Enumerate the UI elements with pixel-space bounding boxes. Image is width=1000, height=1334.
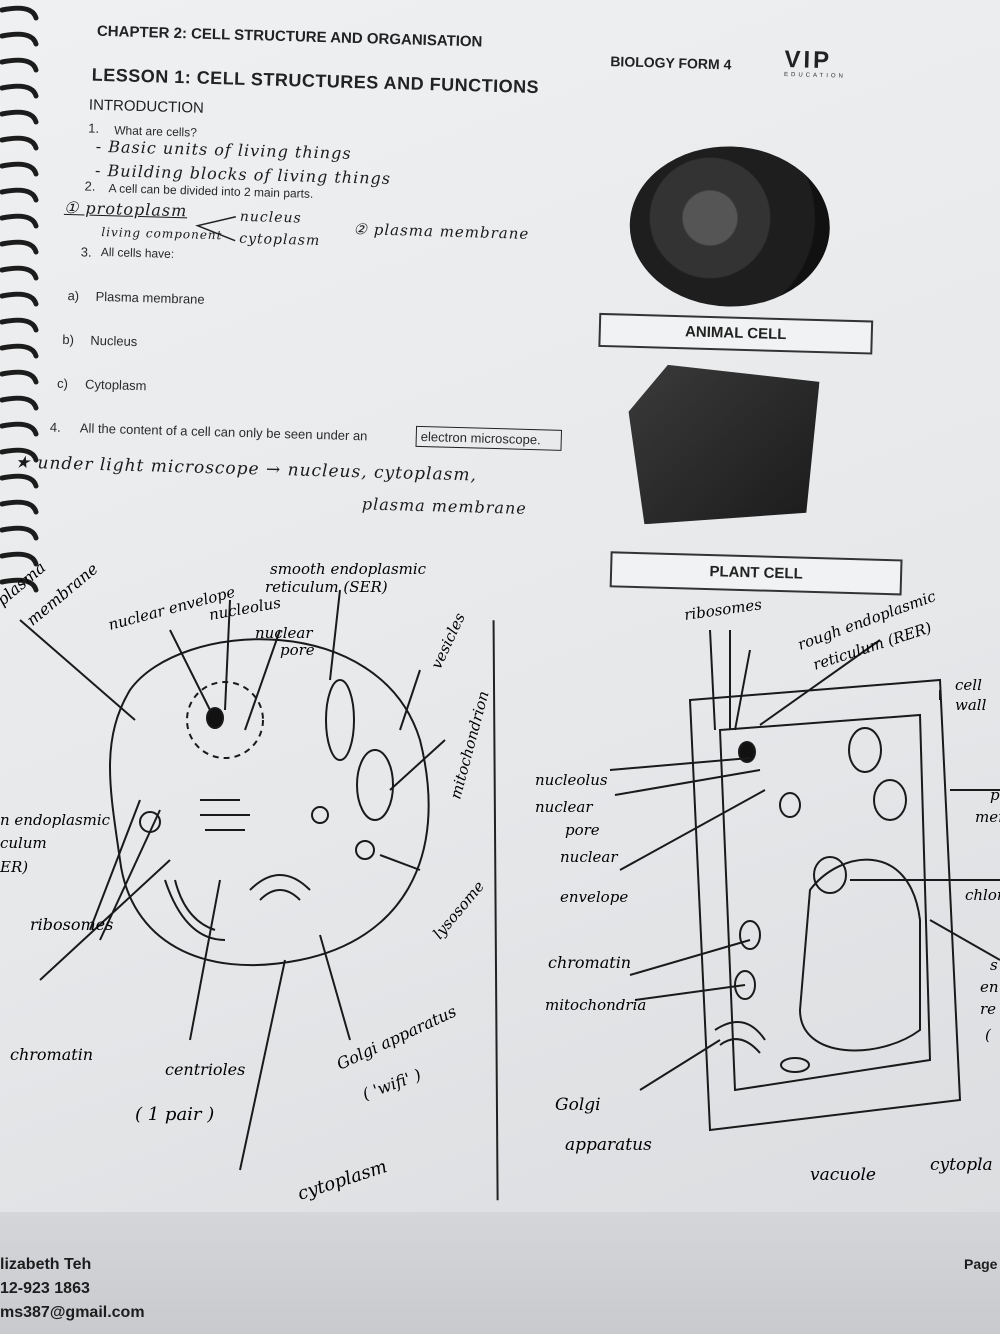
animal-golgi-note: ( 'wifi' ) bbox=[360, 1065, 424, 1104]
logo-subtext: EDUCATION bbox=[783, 71, 846, 80]
protoplasm-bracket bbox=[195, 215, 237, 242]
answer-cytoplasm: cytoplasm bbox=[239, 230, 321, 250]
answer-basic-units: - Basic units of living things bbox=[95, 136, 352, 163]
footer-page: Page bbox=[964, 1256, 998, 1272]
plant-cell-label: PLANT CELL bbox=[609, 551, 903, 596]
answer-b: Nucleus bbox=[90, 332, 138, 350]
logo-text: VIP bbox=[784, 45, 833, 75]
vacuole-label: vacuole bbox=[810, 1165, 876, 1185]
cell-wall-label-1: cell bbox=[955, 676, 982, 694]
plant-cytoplasm-label: cytopla bbox=[930, 1155, 993, 1175]
footer-phone: 12-923 1863 bbox=[0, 1280, 90, 1297]
plant-cell-photo bbox=[625, 364, 819, 529]
plant-ribosomes-label: ribosomes bbox=[683, 595, 763, 624]
answer-nucleus: nucleus bbox=[239, 208, 302, 227]
lysosome-label: lysosome bbox=[429, 877, 488, 942]
plant-mitochondria-label: mitochondria bbox=[545, 996, 646, 1014]
spiral-binding bbox=[0, 5, 39, 593]
plant-golgi-label-2: apparatus bbox=[565, 1135, 652, 1155]
animal-cell-label: ANIMAL CELL bbox=[598, 312, 874, 355]
animal-cell-photo bbox=[627, 143, 832, 310]
plant-golgi-label-1: Golgi bbox=[555, 1095, 601, 1115]
plant-nuclear-pore-2: pore bbox=[565, 821, 600, 839]
plant-chlor-label: chlor bbox=[965, 886, 1000, 904]
cell-wall-label-2: wall bbox=[955, 696, 987, 714]
light-microscope-note-2: plasma membrane bbox=[361, 494, 528, 518]
answer-plasma-membrane: ② plasma membrane bbox=[353, 220, 530, 243]
question-4-number: 4. bbox=[49, 419, 61, 435]
nuclear-pore-label-1: nuclear bbox=[255, 624, 313, 642]
centrioles-pair-label: ( 1 pair ) bbox=[135, 1104, 214, 1125]
ser-label-1: smooth endoplasmic bbox=[270, 560, 427, 578]
plant-re-label: re bbox=[980, 1000, 996, 1018]
question-3-number: 3. bbox=[80, 244, 92, 260]
plant-cell-drawing: ribosomes rough endoplasmic reticulum (R… bbox=[535, 590, 1000, 1185]
plant-en-label: en bbox=[980, 978, 999, 996]
plant-nuclear-pore-1: nuclear bbox=[535, 798, 593, 816]
plant-nuclear-env-1: nuclear bbox=[560, 848, 618, 866]
question-3: All cells have: bbox=[100, 244, 175, 261]
electron-microscope-box: electron microscope. bbox=[415, 425, 563, 451]
animal-cell-drawing: plasma membrane nuclear envelope nucleol… bbox=[0, 560, 493, 1205]
answer-c-letter: c) bbox=[56, 375, 69, 392]
rer-label-2: culum bbox=[0, 834, 47, 852]
plant-nuclear-env-2: envelope bbox=[560, 888, 628, 906]
plant-nucleolus-label: nucleolus bbox=[535, 771, 608, 789]
centrioles-label: centrioles bbox=[165, 1060, 245, 1079]
vesicles-label: vesicles bbox=[427, 610, 469, 672]
animal-cytoplasm-label: cytoplasm bbox=[295, 1156, 390, 1205]
footer-strip bbox=[0, 1212, 1000, 1334]
question-4: All the content of a cell can only be se… bbox=[79, 420, 368, 444]
footer-email: ms387@gmail.com bbox=[0, 1304, 145, 1321]
animal-chromatin-label: chromatin bbox=[10, 1045, 93, 1064]
animal-ribosomes-label: ribosomes bbox=[30, 915, 113, 934]
rer-label-3: ER) bbox=[0, 858, 28, 876]
plant-p-label: p bbox=[990, 786, 1000, 804]
animal-golgi-label: Golgi apparatus bbox=[334, 1002, 460, 1074]
lesson-title: LESSON 1: CELL STRUCTURES AND FUNCTIONS bbox=[91, 64, 540, 98]
answer-a-letter: a) bbox=[67, 288, 80, 304]
answer-c: Cytoplasm bbox=[84, 376, 147, 394]
answer-protoplasm: ① protoplasm bbox=[63, 197, 188, 221]
section-title: INTRODUCTION bbox=[88, 96, 205, 117]
rer-label-1: n endoplasmic bbox=[0, 811, 111, 829]
plant-men-label: men bbox=[975, 808, 1000, 826]
chapter-title: CHAPTER 2: CELL STRUCTURE AND ORGANISATI… bbox=[96, 22, 483, 51]
plant-s-label: s bbox=[990, 956, 998, 974]
vip-logo: VIP EDUCATION bbox=[783, 45, 863, 84]
question-1-number: 1. bbox=[88, 120, 100, 136]
ser-label-2: reticulum (SER) bbox=[265, 578, 388, 596]
mitochondrion-label: mitochondrion bbox=[446, 689, 492, 801]
plant-paren-label: ( bbox=[985, 1026, 992, 1044]
answer-a: Plasma membrane bbox=[95, 288, 205, 307]
plant-chromatin-label: chromatin bbox=[548, 953, 631, 972]
answer-b-letter: b) bbox=[62, 331, 75, 348]
footer-name: lizabeth Teh bbox=[0, 1256, 92, 1273]
light-microscope-note: ★ under light microscope → nucleus, cyto… bbox=[14, 452, 478, 486]
nuclear-pore-label-2: pore bbox=[280, 641, 315, 659]
subject-title: BIOLOGY FORM 4 bbox=[610, 53, 732, 73]
question-2-number: 2. bbox=[84, 178, 96, 194]
